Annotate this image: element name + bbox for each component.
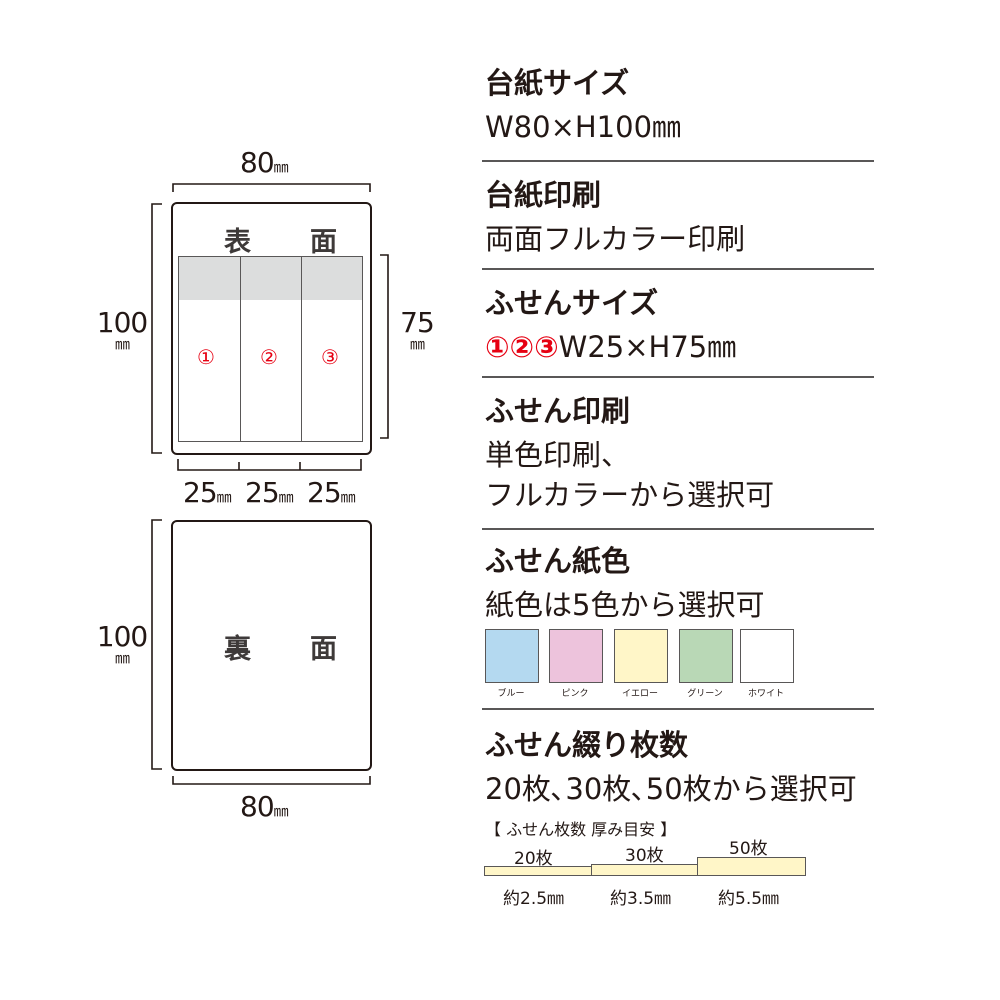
- sheet-count-title: ふせん綴り枚数: [485, 728, 689, 762]
- note-width-value: 25: [183, 476, 218, 509]
- paper-color-title: ふせん紙色: [485, 544, 631, 578]
- front-height-value: 100: [96, 306, 148, 339]
- step-thickness-20: 約2.5㎜: [503, 889, 565, 909]
- color-label-yellow: イエロー: [622, 689, 658, 699]
- notes-height-label: 75 ㎜: [395, 306, 439, 354]
- note-number-3: ③: [321, 345, 339, 369]
- back-height-value: 100: [96, 620, 148, 653]
- color-label-pink: ピンク: [561, 689, 589, 699]
- color-label-blue: ブルー: [497, 689, 525, 699]
- thickness-bar-30: [591, 864, 699, 876]
- color-swatch-yellow: [614, 629, 668, 683]
- step-count-30: 30枚: [625, 846, 664, 866]
- back-width-label: 80㎜: [240, 790, 289, 823]
- front-height-label: 100 ㎜: [92, 306, 152, 354]
- color-label-green: グリーン: [687, 689, 723, 699]
- sticky-note-area: [178, 256, 363, 442]
- step-count-50: 50枚: [729, 839, 768, 859]
- card-print-title: 台紙印刷: [485, 178, 602, 212]
- unit-mm: ㎜: [273, 158, 289, 176]
- color-swatch-green: [679, 629, 733, 683]
- back-height-label: 100 ㎜: [92, 620, 152, 668]
- note-number-2: ②: [260, 345, 278, 369]
- note-number-1: ①: [197, 345, 215, 369]
- card-size-title: 台紙サイズ: [485, 66, 630, 100]
- note-print-value-line2: フルカラーから選択可: [485, 478, 775, 512]
- thickness-guide-title: 【 ふせん枚数 厚み目安 】: [485, 820, 677, 839]
- note-size-value: W25×H75㎜: [558, 330, 737, 364]
- color-swatch-blue: [485, 629, 539, 683]
- unit-mm: ㎜: [114, 335, 130, 353]
- card-print-value: 両面フルカラー印刷: [485, 222, 746, 256]
- unit-mm: ㎜: [278, 488, 294, 506]
- color-swatch-white: [740, 629, 794, 683]
- note-width-value: 25: [307, 476, 342, 509]
- note-print-title: ふせん印刷: [485, 394, 631, 428]
- color-label-white: ホワイト: [747, 689, 784, 699]
- note-divider: [240, 257, 241, 441]
- sheet-count-value: 20枚､30枚､50枚から選択可: [485, 772, 857, 806]
- sticky-note-adhesive-band: [179, 257, 362, 300]
- note-size-title: ふせんサイズ: [485, 286, 659, 320]
- note-divider: [301, 257, 302, 441]
- front-width-label: 80㎜: [240, 146, 289, 179]
- divider: [482, 528, 874, 530]
- unit-mm: ㎜: [216, 488, 232, 506]
- paper-color-value: 紙色は5色から選択可: [485, 588, 765, 622]
- color-swatch-pink: [549, 629, 603, 683]
- step-thickness-50: 約5.5㎜: [718, 889, 780, 909]
- thickness-bar-50: [697, 857, 806, 876]
- back-label: 裏 面: [224, 634, 353, 665]
- dimension-lines: [151, 183, 389, 785]
- divider: [482, 160, 874, 162]
- note-width-value: 25: [245, 476, 280, 509]
- note-print-value-line1: 単色印刷、: [485, 438, 631, 472]
- front-card: 表 面 ① ② ③: [171, 202, 372, 455]
- unit-mm: ㎜: [114, 649, 130, 667]
- card-size-value: W80×H100㎜: [485, 110, 682, 144]
- note-width-label-3: 25㎜: [307, 476, 356, 509]
- unit-mm: ㎜: [273, 802, 289, 820]
- divider: [482, 708, 874, 710]
- unit-mm: ㎜: [340, 488, 356, 506]
- back-width-value: 80: [240, 790, 275, 823]
- note-width-label-2: 25㎜: [245, 476, 294, 509]
- divider: [482, 376, 874, 378]
- front-width-value: 80: [240, 146, 275, 179]
- back-card: 裏 面: [171, 520, 372, 771]
- thickness-bar-20: [484, 866, 593, 876]
- notes-height-value: 75: [400, 306, 435, 339]
- note-size-numbers: ①②③: [485, 330, 559, 364]
- step-thickness-30: 約3.5㎜: [610, 889, 672, 909]
- divider: [482, 268, 874, 270]
- unit-mm: ㎜: [409, 335, 425, 353]
- note-width-label-1: 25㎜: [183, 476, 232, 509]
- note-size-value-row: ①②③W25×H75㎜: [485, 324, 736, 366]
- step-count-20: 20枚: [514, 849, 553, 869]
- front-label: 表 面: [224, 227, 353, 258]
